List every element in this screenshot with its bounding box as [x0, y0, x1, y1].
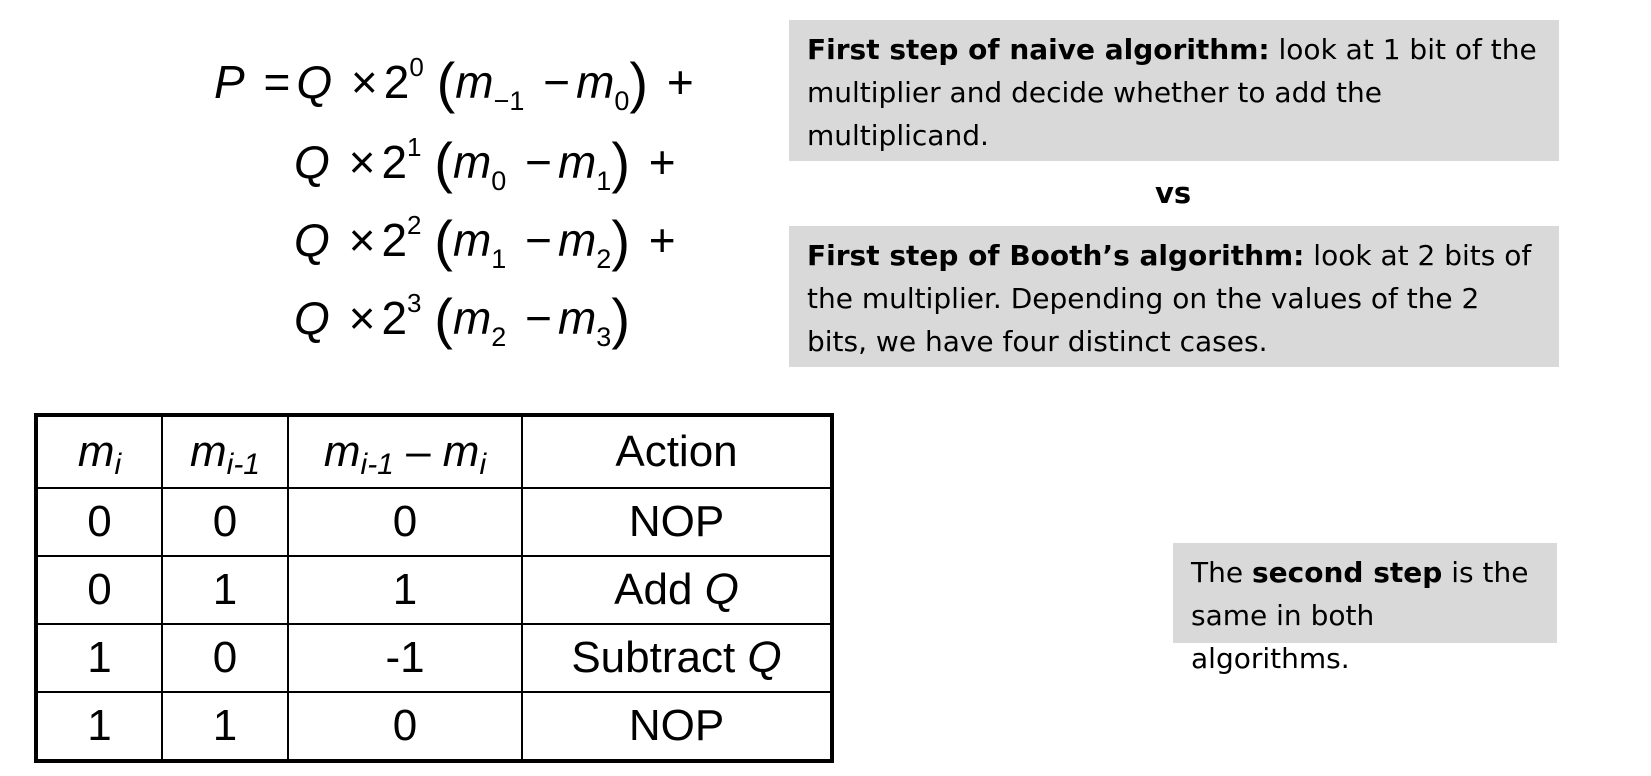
- eq-minus: −: [525, 214, 552, 266]
- eq-plus: +: [648, 214, 676, 266]
- eq-exp: 0: [409, 52, 424, 82]
- eq-sub-b: 3: [596, 322, 612, 352]
- eq-sub-b: 1: [596, 166, 612, 196]
- second-box-bold: second step: [1251, 556, 1443, 589]
- cell-difference: 1: [287, 555, 523, 625]
- eq-times: ×: [350, 56, 378, 108]
- eq-open: (: [434, 209, 453, 272]
- eq-m: m: [557, 214, 597, 266]
- cell-difference: 0: [287, 487, 523, 557]
- eq-m: m: [455, 56, 494, 108]
- eq-close: ): [611, 209, 630, 272]
- eq-open: (: [434, 287, 453, 350]
- cell-mi: 0: [35, 555, 163, 625]
- cell-mi: 1: [35, 691, 163, 762]
- eq-equals: =: [263, 56, 291, 108]
- header-mi: mi: [35, 414, 163, 489]
- booth-algorithm-box: First step of Booth’s algorithm: look at…: [789, 226, 1559, 367]
- booth-action-table: mi mi-1 mi-1 – mi Action 0 0 0 NOP 0 1 1…: [34, 413, 834, 763]
- eq-base: 2: [381, 136, 408, 188]
- eq-m: m: [557, 136, 597, 188]
- eq-plus: +: [666, 56, 694, 108]
- cell-difference: 0: [287, 691, 523, 762]
- eq-q: Q: [294, 136, 330, 188]
- header-mi-1: mi-1: [161, 414, 289, 489]
- cell-mi-1: 0: [161, 487, 289, 557]
- naive-box-title: First step of naive algorithm:: [807, 33, 1270, 66]
- eq-times: ×: [348, 214, 376, 266]
- eq-sub-a: 1: [491, 244, 507, 274]
- table-header-row: mi mi-1 mi-1 – mi Action: [35, 414, 833, 489]
- eq-minus: −: [543, 56, 571, 108]
- cell-action: NOP: [521, 487, 833, 557]
- cell-action: Subtract Q: [521, 623, 833, 693]
- eq-minus: −: [525, 292, 552, 344]
- eq-base: 2: [383, 56, 410, 108]
- eq-m: m: [557, 292, 597, 344]
- eq-plus: +: [648, 136, 676, 188]
- eq-times: ×: [348, 136, 376, 188]
- eq-sub-b: 2: [596, 244, 612, 274]
- eq-sub-a: 0: [491, 166, 507, 196]
- cell-mi-1: 1: [161, 691, 289, 762]
- eq-m: m: [576, 56, 615, 108]
- equation-line-4: Q ×23 (m2 −m3): [294, 288, 630, 351]
- booth-box-text: look at 2 bits of the multiplier. Depend…: [807, 239, 1532, 358]
- second-step-box: The second step is the same in both algo…: [1173, 543, 1557, 675]
- eq-m: m: [452, 136, 492, 188]
- booth-box-title: First step of Booth’s algorithm:: [807, 239, 1305, 272]
- table-row: 1 0 -1 Subtract Q: [35, 623, 833, 693]
- cell-action: Add Q: [521, 555, 833, 625]
- eq-base: 2: [381, 214, 408, 266]
- eq-sub-b: 0: [614, 86, 630, 116]
- equation-line-1: P =Q ×20 (m−1 −m0) +: [214, 52, 700, 115]
- table-row: 0 1 1 Add Q: [35, 555, 833, 625]
- eq-m: m: [452, 292, 492, 344]
- vs-label: vs: [1155, 176, 1192, 210]
- eq-q: Q: [294, 292, 330, 344]
- eq-exp: 3: [407, 288, 422, 318]
- equation-line-3: Q ×22 (m1 −m2) +: [294, 210, 682, 273]
- equation-line-2: Q ×21 (m0 −m1) +: [294, 132, 682, 195]
- eq-q: Q: [294, 214, 330, 266]
- eq-exp: 2: [407, 210, 422, 240]
- header-difference: mi-1 – mi: [287, 414, 523, 489]
- eq-exp: 1: [407, 132, 422, 162]
- eq-close: ): [629, 51, 649, 114]
- cell-mi: 1: [35, 623, 163, 693]
- table-row: 0 0 0 NOP: [35, 487, 833, 557]
- cell-mi-1: 1: [161, 555, 289, 625]
- eq-sub-a: −1: [493, 86, 525, 116]
- second-box-pre: The: [1191, 556, 1252, 589]
- eq-sub-a: 2: [491, 322, 507, 352]
- naive-algorithm-box: First step of naive algorithm: look at 1…: [789, 20, 1559, 161]
- cell-action: NOP: [521, 691, 833, 762]
- eq-close: ): [611, 131, 630, 194]
- cell-difference: -1: [287, 623, 523, 693]
- eq-m: m: [452, 214, 492, 266]
- eq-lhs: P: [214, 56, 245, 108]
- header-action: Action: [521, 414, 833, 489]
- eq-base: 2: [381, 292, 408, 344]
- naive-box-text: look at 1 bit of the multiplier and deci…: [807, 33, 1537, 152]
- eq-close: ): [611, 287, 630, 350]
- cell-mi: 0: [35, 487, 163, 557]
- second-box-post: is the same in both algorithms.: [1191, 556, 1529, 675]
- eq-q: Q: [296, 56, 333, 108]
- eq-open: (: [436, 51, 456, 114]
- cell-mi-1: 0: [161, 623, 289, 693]
- eq-minus: −: [525, 136, 552, 188]
- eq-open: (: [434, 131, 453, 194]
- table-row: 1 1 0 NOP: [35, 691, 833, 762]
- eq-times: ×: [348, 292, 376, 344]
